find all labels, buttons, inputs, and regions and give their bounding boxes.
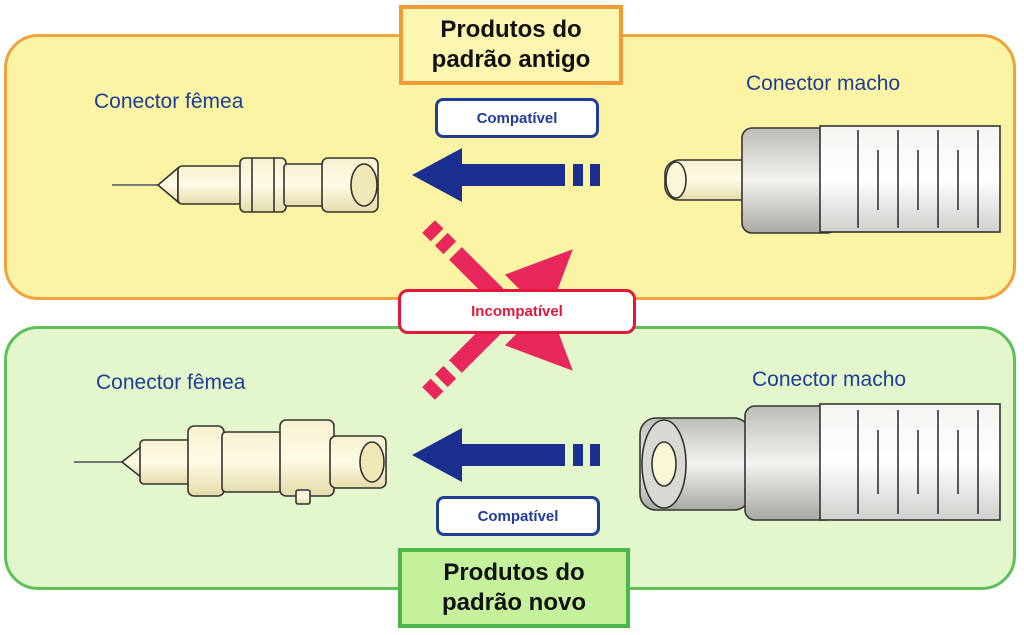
old-female-connector-illustration	[112, 157, 379, 213]
new-male-syringe-illustration	[639, 403, 1001, 521]
new-standard-title: Produtos do padrão novo	[398, 548, 630, 628]
top-female-connector-label: Conector fêmea	[94, 90, 244, 113]
top-male-connector-label: Conector macho	[746, 72, 901, 95]
compatible-arrow-top	[412, 148, 600, 202]
new-female-connector-illustration	[74, 419, 387, 505]
compatible-badge-top: Compatível	[435, 98, 599, 138]
incompatible-badge: Incompatível	[398, 289, 636, 334]
bottom-male-connector-label: Conector macho	[752, 368, 907, 391]
old-standard-title: Produtos do padrão antigo	[399, 5, 623, 85]
bottom-female-connector-label: Conector fêmea	[96, 371, 246, 394]
old-male-syringe-illustration	[664, 125, 1001, 234]
compatible-arrow-bottom	[412, 428, 600, 482]
compatible-badge-bottom: Compatível	[436, 496, 600, 536]
